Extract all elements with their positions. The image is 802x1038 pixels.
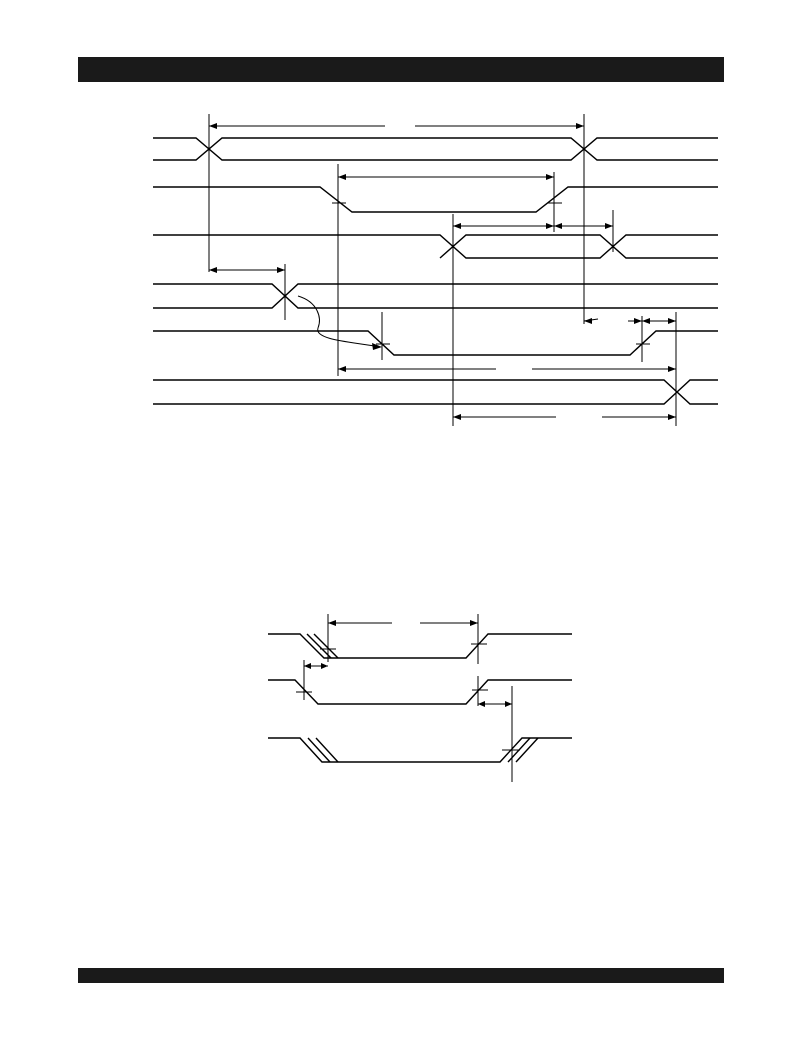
lower-timing-dimension-1 (328, 620, 478, 626)
control-timing-diagram (268, 614, 572, 782)
timing-dimension-7 (642, 318, 676, 324)
signal-waveform-5 (153, 330, 718, 356)
lower-signal-waveform-1 (268, 633, 572, 659)
timing-dimension-5 (209, 267, 285, 273)
lower-reference-lines (303, 614, 513, 782)
timing-dimension-3 (453, 223, 554, 229)
lower-timing-dimension-3 (478, 701, 512, 707)
read-cycle-timing-diagram (153, 114, 718, 426)
reference-lines (208, 114, 677, 426)
lower-timing-dimension-2 (304, 663, 328, 669)
timing-dimension-8 (338, 366, 676, 372)
timing-dimension-2 (338, 174, 554, 180)
lower-signal-waveform-2 (268, 679, 572, 705)
causality-curve (297, 295, 375, 347)
footer-bar (78, 968, 724, 983)
timing-dimension-1 (209, 123, 584, 129)
signal-waveform-6 (153, 379, 718, 405)
signal-waveform-4 (153, 283, 718, 309)
signal-waveform-1 (153, 137, 718, 161)
timing-dimension-4 (554, 223, 613, 229)
timing-dimension-9 (453, 414, 676, 420)
signal-waveform-3 (153, 234, 718, 259)
lower-signal-waveform-3 (268, 737, 572, 763)
header-bar (78, 57, 724, 82)
timing-dimension-6 (583, 318, 642, 324)
signal-waveform-2 (153, 186, 718, 213)
causality-arrowhead (372, 343, 382, 350)
